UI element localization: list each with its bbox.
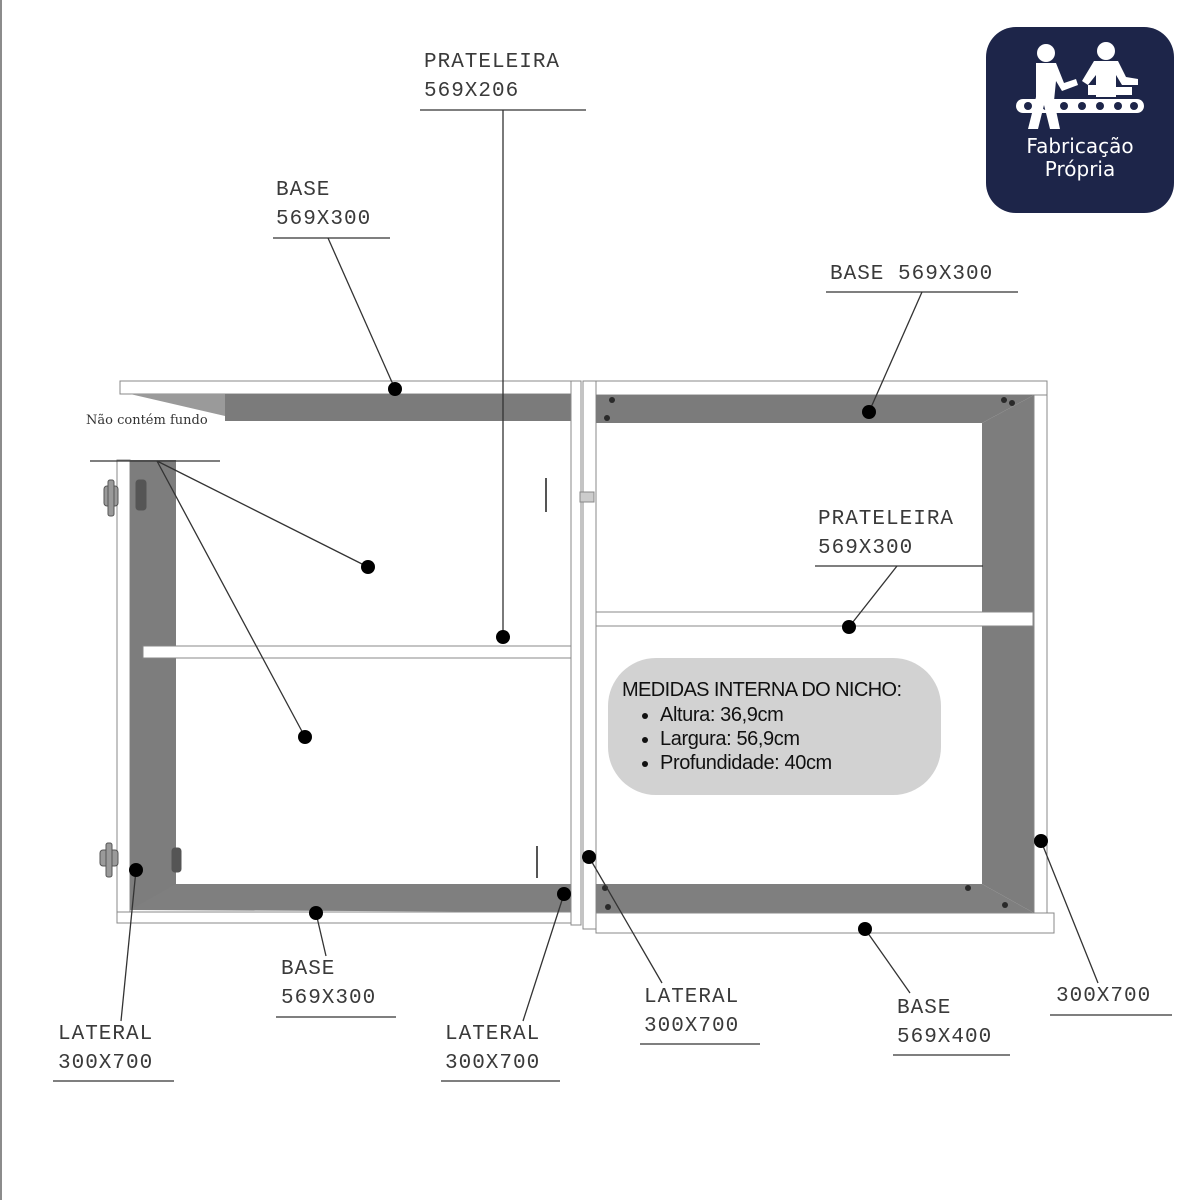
right-left-side	[582, 380, 597, 930]
hinge-icon-bottom	[99, 842, 182, 878]
label-side-right: 300X700	[1056, 982, 1151, 1011]
label-name: LATERAL	[644, 986, 740, 1009]
measurements-title: MEDIDAS INTERNA DO NICHO:	[622, 679, 902, 701]
factory-workers-icon	[1016, 42, 1144, 129]
badge-text: Fabricação Própria	[986, 135, 1174, 181]
right-outer-top	[582, 380, 1048, 396]
label-prateleira-right: PRATELEIRA 569X300	[818, 505, 954, 563]
label-lateral-left: LATERAL 300X700	[58, 1020, 153, 1078]
label-base-left-bottom: BASE 569X300	[281, 955, 376, 1013]
label-lateral-mid-left: LATERAL 300X700	[445, 1020, 540, 1078]
label-size: 569X206	[424, 80, 520, 103]
niche-measurements-box: MEDIDAS INTERNA DO NICHO: Altura: 36,9cm…	[608, 658, 941, 795]
right-bottom-inner	[596, 884, 1034, 913]
right-bottom-front	[595, 912, 1055, 934]
badge-line2: Própria	[1044, 157, 1116, 181]
measurement-depth: Profundidade: 40cm	[660, 751, 832, 775]
badge-line1: Fabricação	[1026, 134, 1134, 158]
label-size: 569X300	[276, 208, 372, 231]
screw-holes	[602, 397, 1015, 910]
fabricacao-propria-badge: Fabricação Própria	[986, 27, 1174, 213]
callout-dots	[129, 382, 1048, 936]
label-prateleira-top: PRATELEIRA 569X206	[424, 48, 560, 106]
label-name: BASE 569X300	[830, 263, 994, 286]
label-name: BASE	[281, 958, 336, 981]
left-cabinet	[116, 380, 582, 926]
label-lateral-mid-right: LATERAL 300X700	[644, 983, 739, 1041]
left-divider	[570, 380, 582, 926]
label-size: 300X700	[445, 1052, 541, 1075]
label-name: PRATELEIRA	[818, 508, 955, 531]
label-size: 300X700	[644, 1015, 740, 1038]
label-base-right-bottom: BASE 569X400	[897, 994, 992, 1052]
label-name: BASE	[897, 997, 952, 1020]
left-top-underside	[225, 394, 571, 421]
label-size: 569X400	[897, 1026, 993, 1049]
label-name: PRATELEIRA	[424, 51, 561, 74]
leader-lines	[53, 109, 1172, 1082]
left-side-inner	[130, 460, 176, 910]
label-size: 300X700	[58, 1052, 154, 1075]
label-base-left-top: BASE 569X300	[276, 176, 371, 234]
measurement-height: Altura: 36,9cm	[660, 703, 832, 727]
measurement-width: Largura: 56,9cm	[660, 727, 832, 751]
left-bottom-front	[116, 911, 572, 924]
right-shelf	[595, 611, 1034, 627]
label-base-right-top: BASE 569X300	[830, 260, 993, 289]
label-size: 569X300	[818, 537, 914, 560]
label-name: BASE	[276, 179, 331, 202]
no-back-note: Não contém fundo	[86, 413, 208, 428]
measurements-list: Altura: 36,9cm Largura: 56,9cm Profundid…	[622, 703, 832, 775]
label-name: LATERAL	[445, 1023, 541, 1046]
hinge-icon-top	[103, 479, 147, 517]
left-shelf	[142, 645, 572, 659]
left-bottom-panel-top	[130, 884, 571, 912]
right-cabinet	[579, 380, 1055, 934]
left-top-edge	[130, 394, 225, 416]
right-top-underside	[596, 395, 1034, 423]
left-side-panel	[116, 459, 131, 924]
right-side-inner	[982, 395, 1034, 913]
label-size: 569X300	[281, 987, 377, 1010]
label-name: LATERAL	[58, 1023, 154, 1046]
label-size: 300X700	[1056, 985, 1152, 1008]
